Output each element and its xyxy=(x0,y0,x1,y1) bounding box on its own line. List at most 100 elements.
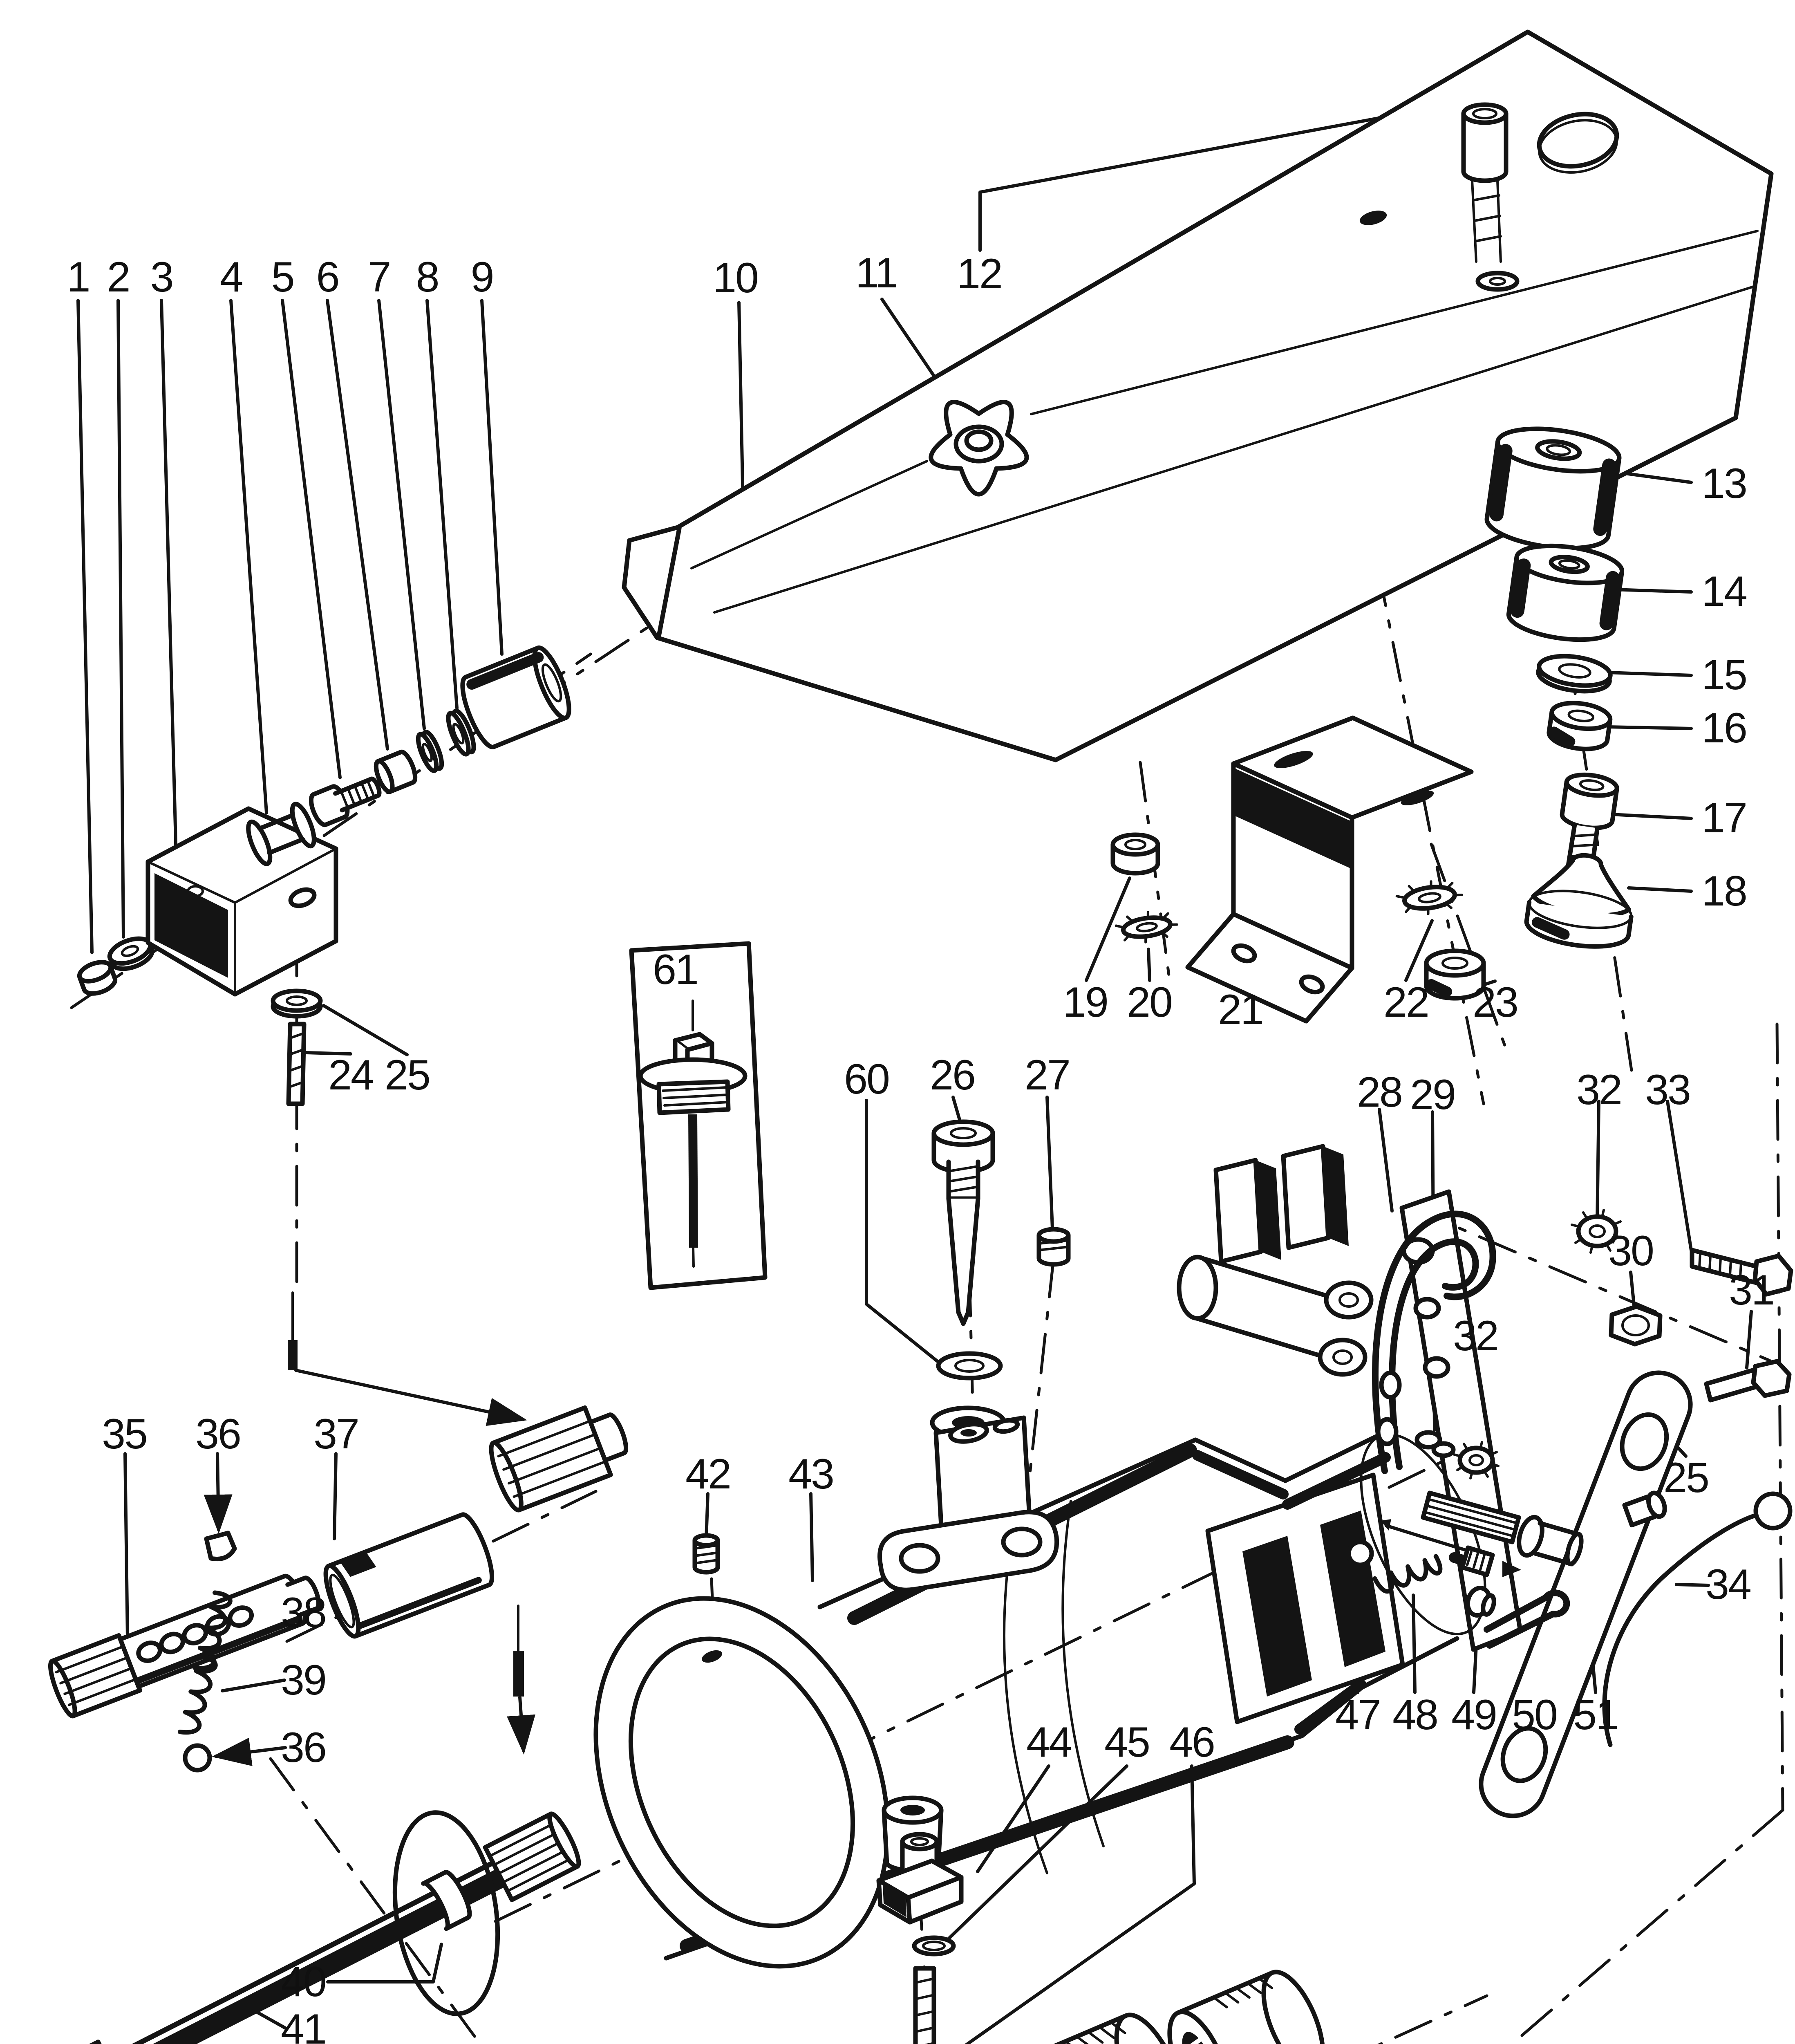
detent-spring-48 xyxy=(1372,1554,1443,1594)
part-label-25: 25 xyxy=(385,1051,431,1099)
part-label-27: 27 xyxy=(1025,1051,1071,1099)
part-label-5: 5 xyxy=(271,253,295,301)
part-label-30: 30 xyxy=(1608,1227,1654,1275)
detent-cap-49 xyxy=(1465,1586,1496,1618)
bolt-31 xyxy=(1704,1359,1792,1403)
part-label-46: 46 xyxy=(1169,1719,1215,1766)
needle-screw-26 xyxy=(931,1119,995,1326)
part-label-6: 6 xyxy=(316,253,340,301)
part-label-51: 51 xyxy=(1573,1691,1619,1739)
part-label-7: 7 xyxy=(367,253,392,301)
part-label-31: 31 xyxy=(1729,1266,1775,1314)
coupling-cup-57 xyxy=(1016,2013,1188,2044)
pin-36-lower xyxy=(513,1605,524,1697)
part-label-32: 32 xyxy=(1453,1312,1499,1360)
part-label-25: 25 xyxy=(1663,1454,1710,1502)
washer-7 xyxy=(416,730,444,773)
isolator-stack-13-18 xyxy=(1484,426,1634,949)
housing-legs xyxy=(1205,1472,1405,1724)
part-label-18: 18 xyxy=(1701,867,1748,915)
screw-33 xyxy=(1690,1248,1793,1297)
support-bracket-21-group xyxy=(1110,715,1486,1024)
tank-bolt xyxy=(1461,102,1520,292)
hook-lever-28 xyxy=(1372,1210,1496,1474)
lock-washer-20 xyxy=(1115,911,1178,944)
pin-36-upper xyxy=(288,1291,298,1370)
part-label-50: 50 xyxy=(1512,1691,1558,1739)
nut-1 xyxy=(77,960,118,996)
hand-knob xyxy=(929,400,1029,497)
nut-16 xyxy=(1547,701,1613,751)
bolt-hole xyxy=(1359,211,1387,225)
nut-19 xyxy=(1110,832,1160,876)
pivot-bush-29 xyxy=(1415,1430,1456,1458)
top-column xyxy=(933,1415,1032,1543)
part-label-48: 48 xyxy=(1392,1691,1439,1739)
part-label-34: 34 xyxy=(1705,1561,1752,1608)
part-label-47: 47 xyxy=(1335,1691,1381,1739)
part-label-28: 28 xyxy=(1357,1069,1403,1116)
part-label-61: 61 xyxy=(653,946,699,993)
bell-mount-18 xyxy=(1524,853,1634,949)
angle-bracket-3 xyxy=(145,806,338,997)
bushing-14 xyxy=(1506,543,1625,642)
part-label-16: 16 xyxy=(1701,704,1748,752)
washer-25a xyxy=(271,988,323,1019)
z-bracket-21 xyxy=(1185,715,1474,1024)
part-label-41: 41 xyxy=(281,2006,327,2044)
part-label-45: 45 xyxy=(1104,1719,1150,1766)
part-label-4: 4 xyxy=(219,253,244,301)
clamp-lugs xyxy=(1177,1144,1374,1377)
part-label-23: 23 xyxy=(1473,979,1519,1026)
detent-ball-47 xyxy=(1346,1540,1374,1567)
part-label-36: 36 xyxy=(281,1724,327,1771)
part-label-42: 42 xyxy=(685,1450,732,1498)
spring-38 xyxy=(192,1590,233,1671)
part-label-39: 39 xyxy=(281,1656,327,1704)
nut-30 xyxy=(1609,1304,1663,1347)
set-screw-42 xyxy=(692,1533,720,1575)
part-label-15: 15 xyxy=(1701,651,1748,699)
steering-housing xyxy=(593,1144,1523,1969)
part-label-2: 2 xyxy=(107,253,131,301)
part-label-1: 1 xyxy=(67,253,91,301)
star-washer-32a xyxy=(1571,1209,1624,1254)
input-shaft-40-41 xyxy=(27,1810,581,2044)
part-label-35: 35 xyxy=(102,1410,148,1458)
seal-ring-45 xyxy=(912,1935,956,1957)
part-label-38: 38 xyxy=(281,1589,327,1636)
part-label-11: 11 xyxy=(855,249,898,297)
part-label-36: 36 xyxy=(195,1410,242,1458)
part-label-26: 26 xyxy=(930,1051,976,1099)
cone-36 xyxy=(204,1531,237,1562)
ball-36 xyxy=(183,1743,212,1773)
part-label-13: 13 xyxy=(1701,460,1748,507)
part-label-32: 32 xyxy=(1576,1066,1623,1114)
part-label-10: 10 xyxy=(713,254,759,302)
part-label-24: 24 xyxy=(328,1051,374,1099)
part-label-3: 3 xyxy=(150,253,174,301)
splined-coupler xyxy=(489,1405,629,1513)
stud-24 xyxy=(286,1022,307,1106)
fuel-tank xyxy=(622,29,1774,762)
lug-plate xyxy=(877,1510,1059,1592)
part-label-8: 8 xyxy=(416,253,440,301)
part-label-44: 44 xyxy=(1026,1719,1072,1766)
nut-6 xyxy=(374,749,418,794)
spring-39 xyxy=(177,1654,218,1735)
lock-washer-22 xyxy=(1395,880,1463,915)
link-lever-25 xyxy=(1479,1370,1693,1818)
gear-hub-58 xyxy=(1167,1970,1325,2044)
rubber-bushing-4 xyxy=(246,802,316,866)
part-label-49: 49 xyxy=(1451,1691,1497,1739)
sleeve-37 xyxy=(323,1512,495,1639)
part-label-40: 40 xyxy=(281,1958,327,2006)
part-label-19: 19 xyxy=(1063,979,1109,1026)
part-label-14: 14 xyxy=(1701,568,1748,615)
plug-27 xyxy=(1036,1227,1071,1267)
part-label-21: 21 xyxy=(1218,986,1264,1033)
part-label-29: 29 xyxy=(1410,1071,1456,1118)
